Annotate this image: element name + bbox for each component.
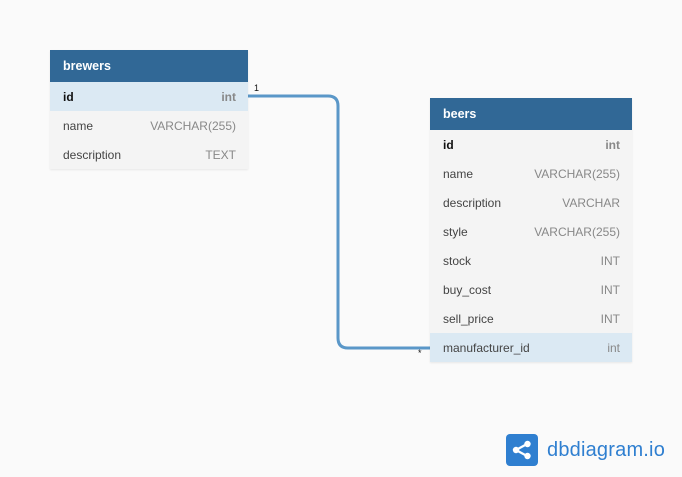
- brand-name: dbdiagram.io: [547, 438, 666, 461]
- column-row-beers-buy-cost[interactable]: buy_cost INT: [430, 275, 632, 304]
- column-row-brewers-description[interactable]: description TEXT: [50, 140, 248, 169]
- column-name: buy_cost: [443, 282, 492, 297]
- column-row-beers-style[interactable]: style VARCHAR(255): [430, 217, 632, 246]
- column-row-brewers-name[interactable]: name VARCHAR(255): [50, 111, 248, 140]
- column-name: description: [63, 147, 122, 162]
- column-name: stock: [443, 253, 472, 268]
- column-type: INT: [600, 311, 620, 326]
- column-row-beers-stock[interactable]: stock INT: [430, 246, 632, 275]
- column-type: int: [607, 340, 620, 355]
- share-nodes-icon: [506, 434, 538, 466]
- table-beers[interactable]: beers id int name VARCHAR(255) descripti…: [430, 98, 632, 362]
- column-row-beers-id[interactable]: id int: [430, 130, 632, 159]
- column-row-beers-sell-price[interactable]: sell_price INT: [430, 304, 632, 333]
- column-row-brewers-id[interactable]: id int: [50, 82, 248, 111]
- table-brewers[interactable]: brewers id int name VARCHAR(255) descrip…: [50, 50, 248, 169]
- column-type: int: [605, 137, 620, 152]
- column-name: manufacturer_id: [443, 340, 530, 355]
- column-name: style: [443, 224, 468, 239]
- column-name: sell_price: [443, 311, 494, 326]
- column-name: id: [63, 89, 74, 104]
- column-type: VARCHAR: [562, 195, 620, 210]
- column-name: description: [443, 195, 502, 210]
- column-type: int: [221, 89, 236, 104]
- table-header-brewers[interactable]: brewers: [50, 50, 248, 82]
- column-name: id: [443, 137, 454, 152]
- column-type: TEXT: [205, 147, 236, 162]
- table-header-beers[interactable]: beers: [430, 98, 632, 130]
- column-name: name: [63, 118, 94, 133]
- column-row-beers-name[interactable]: name VARCHAR(255): [430, 159, 632, 188]
- column-type: VARCHAR(255): [150, 118, 236, 133]
- column-type: VARCHAR(255): [534, 166, 620, 181]
- column-name: name: [443, 166, 474, 181]
- cardinality-many-label: *: [418, 348, 422, 358]
- column-row-beers-manufacturer-id[interactable]: manufacturer_id int: [430, 333, 632, 362]
- cardinality-one-label: 1: [254, 83, 260, 93]
- column-type: INT: [600, 282, 620, 297]
- column-type: VARCHAR(255): [534, 224, 620, 239]
- column-type: INT: [600, 253, 620, 268]
- dbdiagram-brand[interactable]: dbdiagram.io: [506, 434, 665, 466]
- column-row-beers-description[interactable]: description VARCHAR: [430, 188, 632, 217]
